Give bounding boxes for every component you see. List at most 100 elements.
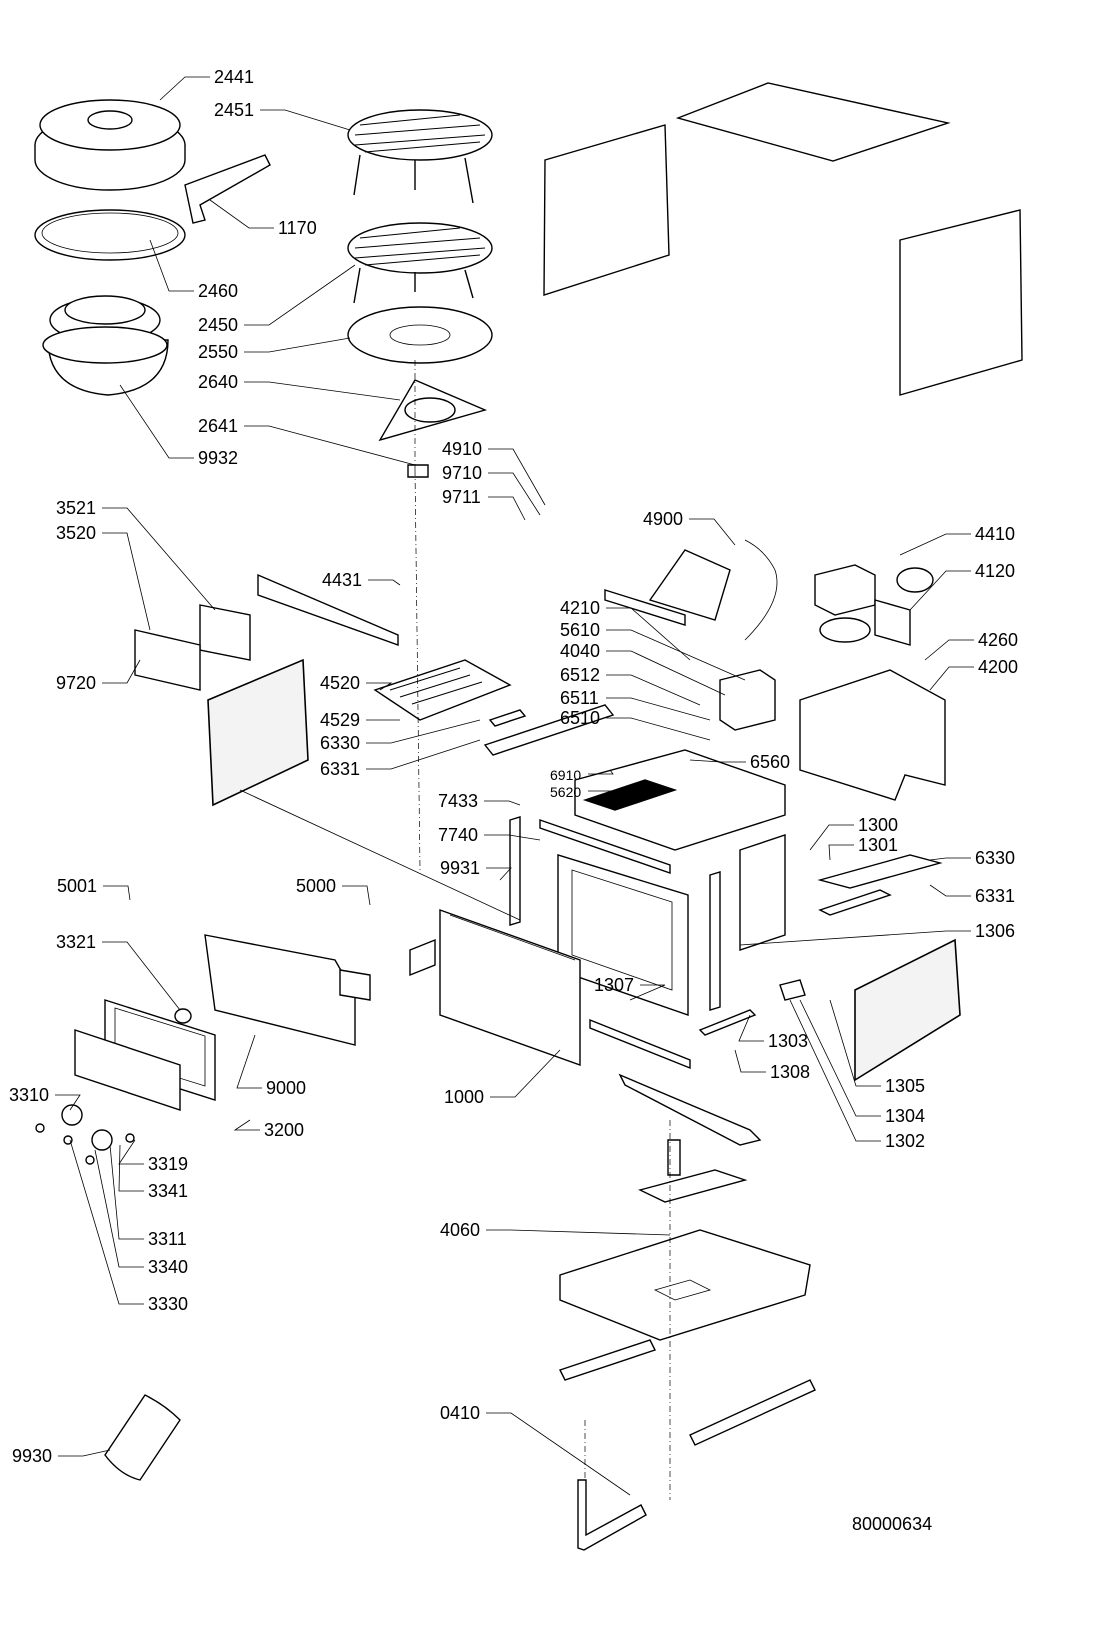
part-label-5001: 5001 (57, 876, 97, 896)
part-label-9710: 9710 (442, 463, 482, 483)
leader-line (486, 1412, 631, 1496)
part-label-2640: 2640 (198, 372, 238, 392)
part-label-1307: 1307 (594, 975, 634, 995)
leader-line (909, 570, 971, 611)
leader-line (233, 1119, 260, 1131)
leader-line (799, 999, 881, 1117)
leader-line (829, 999, 881, 1087)
leader-line (488, 496, 526, 521)
leader-line (342, 885, 371, 906)
part-label-4529: 4529 (320, 710, 360, 730)
part-label-6511: 6511 (560, 688, 599, 708)
part-label-1170: 1170 (278, 218, 317, 238)
part-label-4210: 4210 (560, 598, 600, 618)
leader-line (606, 650, 726, 696)
part-label-6510: 6510 (560, 708, 600, 728)
leader-line (102, 507, 216, 611)
part-label-3521: 3521 (56, 498, 96, 518)
leader-line (159, 76, 210, 101)
part-label-1300: 1300 (858, 815, 898, 835)
leader-line (828, 844, 854, 861)
leader-line (689, 759, 746, 763)
part-label-6331: 6331 (320, 759, 360, 779)
part-label-9930: 9930 (12, 1446, 52, 1466)
part-label-2641: 2641 (198, 416, 238, 436)
leader-line (109, 1144, 144, 1240)
drawing-number: 80000634 (852, 1514, 932, 1534)
leader-line (490, 1049, 561, 1098)
part-label-3311: 3311 (148, 1229, 187, 1249)
part-label-4431: 4431 (322, 570, 362, 590)
part-label-1304: 1304 (885, 1106, 925, 1126)
leader-line (809, 824, 854, 851)
leader-line (119, 384, 194, 459)
part-label-9932: 9932 (198, 448, 238, 468)
part-label-4900: 4900 (643, 509, 683, 529)
leader-line (244, 425, 416, 466)
part-label-2550: 2550 (198, 342, 238, 362)
leader-line (484, 834, 541, 841)
part-label-6560: 6560 (750, 752, 790, 772)
leader-line (244, 337, 351, 353)
leader-line (94, 1149, 144, 1268)
part-label-2460: 2460 (198, 281, 238, 301)
part-label-6330: 6330 (320, 733, 360, 753)
leader-line (924, 639, 974, 661)
part-label-4060: 4060 (440, 1220, 480, 1240)
part-label-5620: 5620 (550, 784, 581, 800)
part-label-9000: 9000 (266, 1078, 306, 1098)
part-label-1301: 1301 (858, 835, 898, 855)
part-label-7740: 7740 (438, 825, 478, 845)
part-label-3341: 3341 (148, 1181, 188, 1201)
part-label-3520: 3520 (56, 523, 96, 543)
leader-line (899, 533, 971, 556)
leader-line (118, 1139, 144, 1165)
part-label-3319: 3319 (148, 1154, 188, 1174)
part-label-0410: 0410 (440, 1403, 480, 1423)
leader-line (929, 666, 974, 691)
leader-line (488, 472, 541, 516)
leader-line (209, 199, 274, 229)
part-label-3330: 3330 (148, 1294, 188, 1314)
part-label-1000: 1000 (444, 1087, 484, 1107)
part-label-2450: 2450 (198, 315, 238, 335)
leader-line (244, 381, 401, 401)
part-label-1305: 1305 (885, 1076, 925, 1096)
part-label-3200: 3200 (264, 1120, 304, 1140)
leader-line (260, 109, 351, 131)
leader-line (366, 739, 481, 770)
leader-line (738, 1014, 764, 1042)
part-label-4120: 4120 (975, 561, 1015, 581)
leader-line (366, 682, 393, 691)
part-drawings (34, 82, 1023, 1551)
leader-line (588, 769, 614, 775)
leader-line (588, 789, 621, 792)
part-label-1306: 1306 (975, 921, 1015, 941)
leader-line (484, 800, 521, 806)
leader-line (244, 264, 356, 326)
leader-line (606, 629, 746, 681)
part-label-3340: 3340 (148, 1257, 188, 1277)
part-label-5610: 5610 (560, 620, 600, 640)
part-label-1308: 1308 (770, 1062, 810, 1082)
leader-line (488, 448, 546, 506)
part-label-4910: 4910 (442, 439, 482, 459)
leader-line (55, 1094, 81, 1111)
part-label-3310: 3310 (9, 1085, 49, 1105)
leader-line (629, 984, 666, 1001)
leader-line (486, 867, 512, 881)
leader-line (102, 941, 181, 1011)
leader-line (739, 930, 971, 946)
part-label-1303: 1303 (768, 1031, 808, 1051)
leader-line (103, 885, 131, 901)
leader-line (734, 1049, 766, 1073)
part-label-2441: 2441 (214, 67, 254, 87)
part-label-4520: 4520 (320, 673, 360, 693)
part-label-5000: 5000 (296, 876, 336, 896)
leader-line (102, 532, 151, 631)
leader-line (929, 884, 971, 897)
part-label-4200: 4200 (978, 657, 1018, 677)
part-label-9931: 9931 (440, 858, 480, 878)
